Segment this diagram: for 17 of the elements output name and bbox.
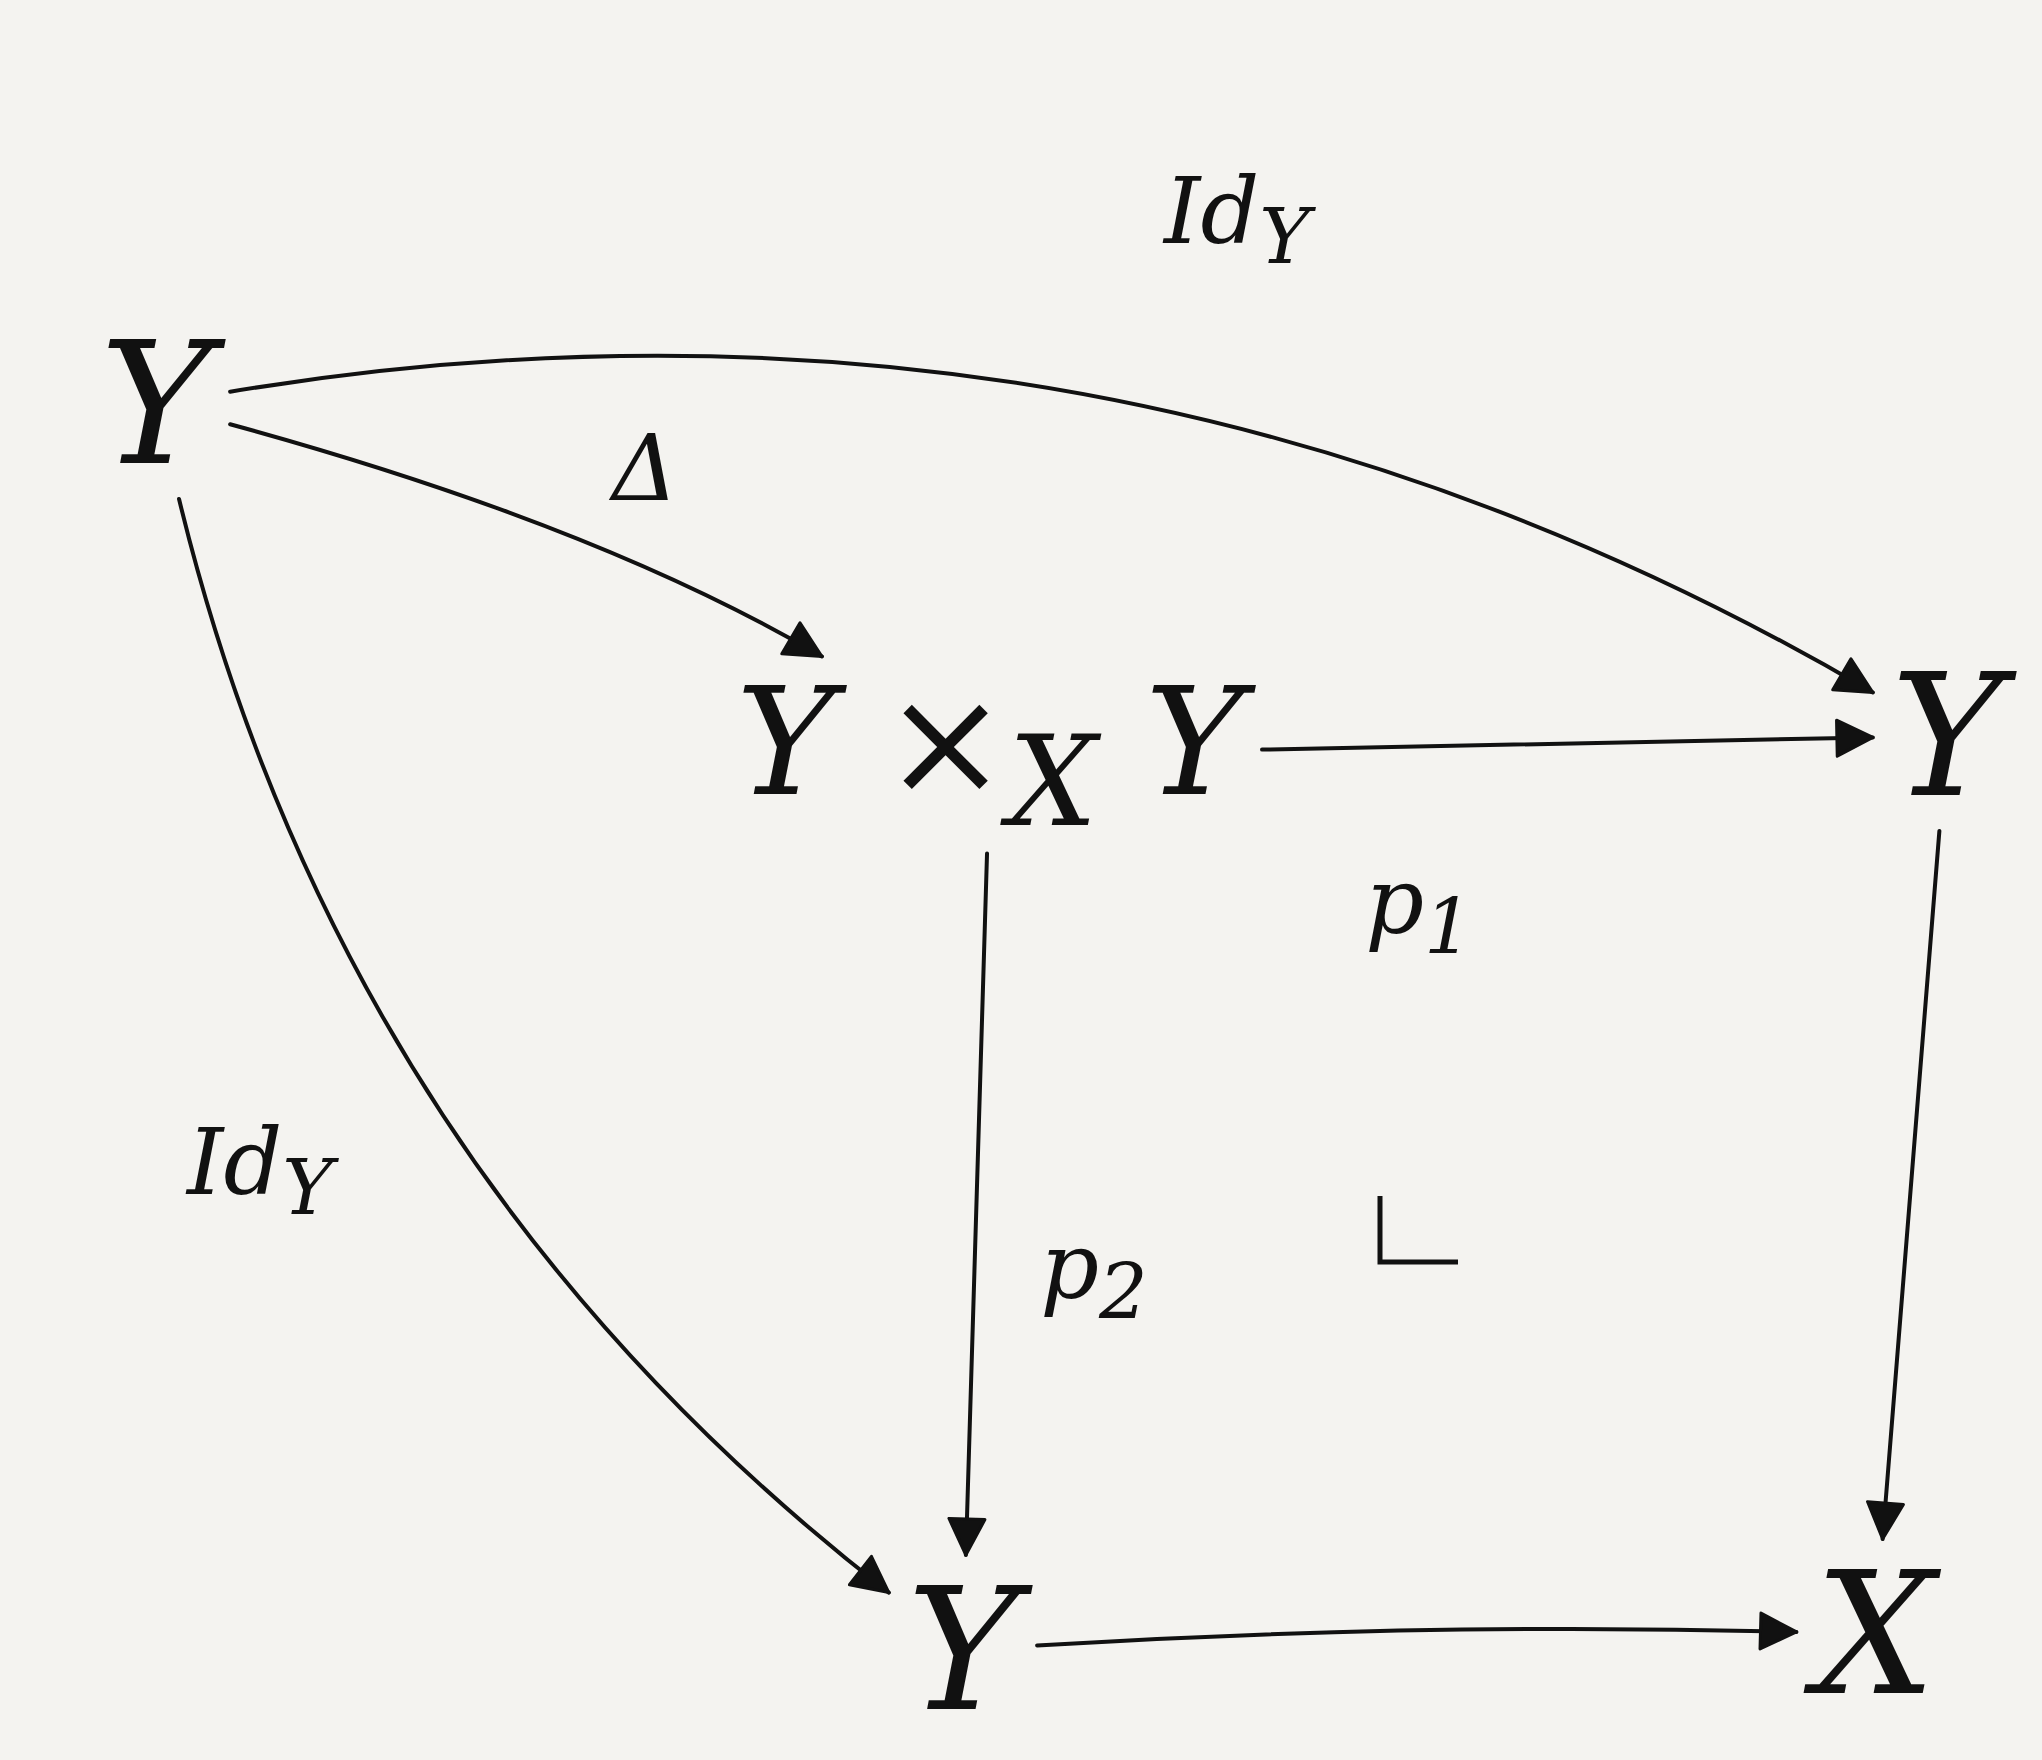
edge-label: p$_{2}$	[1039, 1217, 1149, 1335]
arrow	[947, 851, 990, 1557]
object-label: Y	[1872, 641, 2022, 831]
arrow	[228, 422, 824, 659]
edge-label: Δ	[608, 419, 680, 519]
edge-label: p$_{1}$	[1364, 852, 1474, 970]
arrow	[177, 497, 891, 1595]
arrow	[228, 353, 1875, 695]
edge-label: Id$_{Y}$	[1160, 162, 1314, 280]
edge-label: Id$_{Y}$	[183, 1113, 337, 1231]
arrow	[1866, 829, 1942, 1541]
object-label: Y	[81, 309, 231, 499]
arrow	[1260, 718, 1875, 758]
object-label: Y	[888, 1555, 1038, 1745]
arrow	[1035, 1611, 1799, 1651]
object-label: Y ×$_{X}$ Y	[717, 656, 1263, 854]
object-label: X	[1796, 1539, 1954, 1729]
